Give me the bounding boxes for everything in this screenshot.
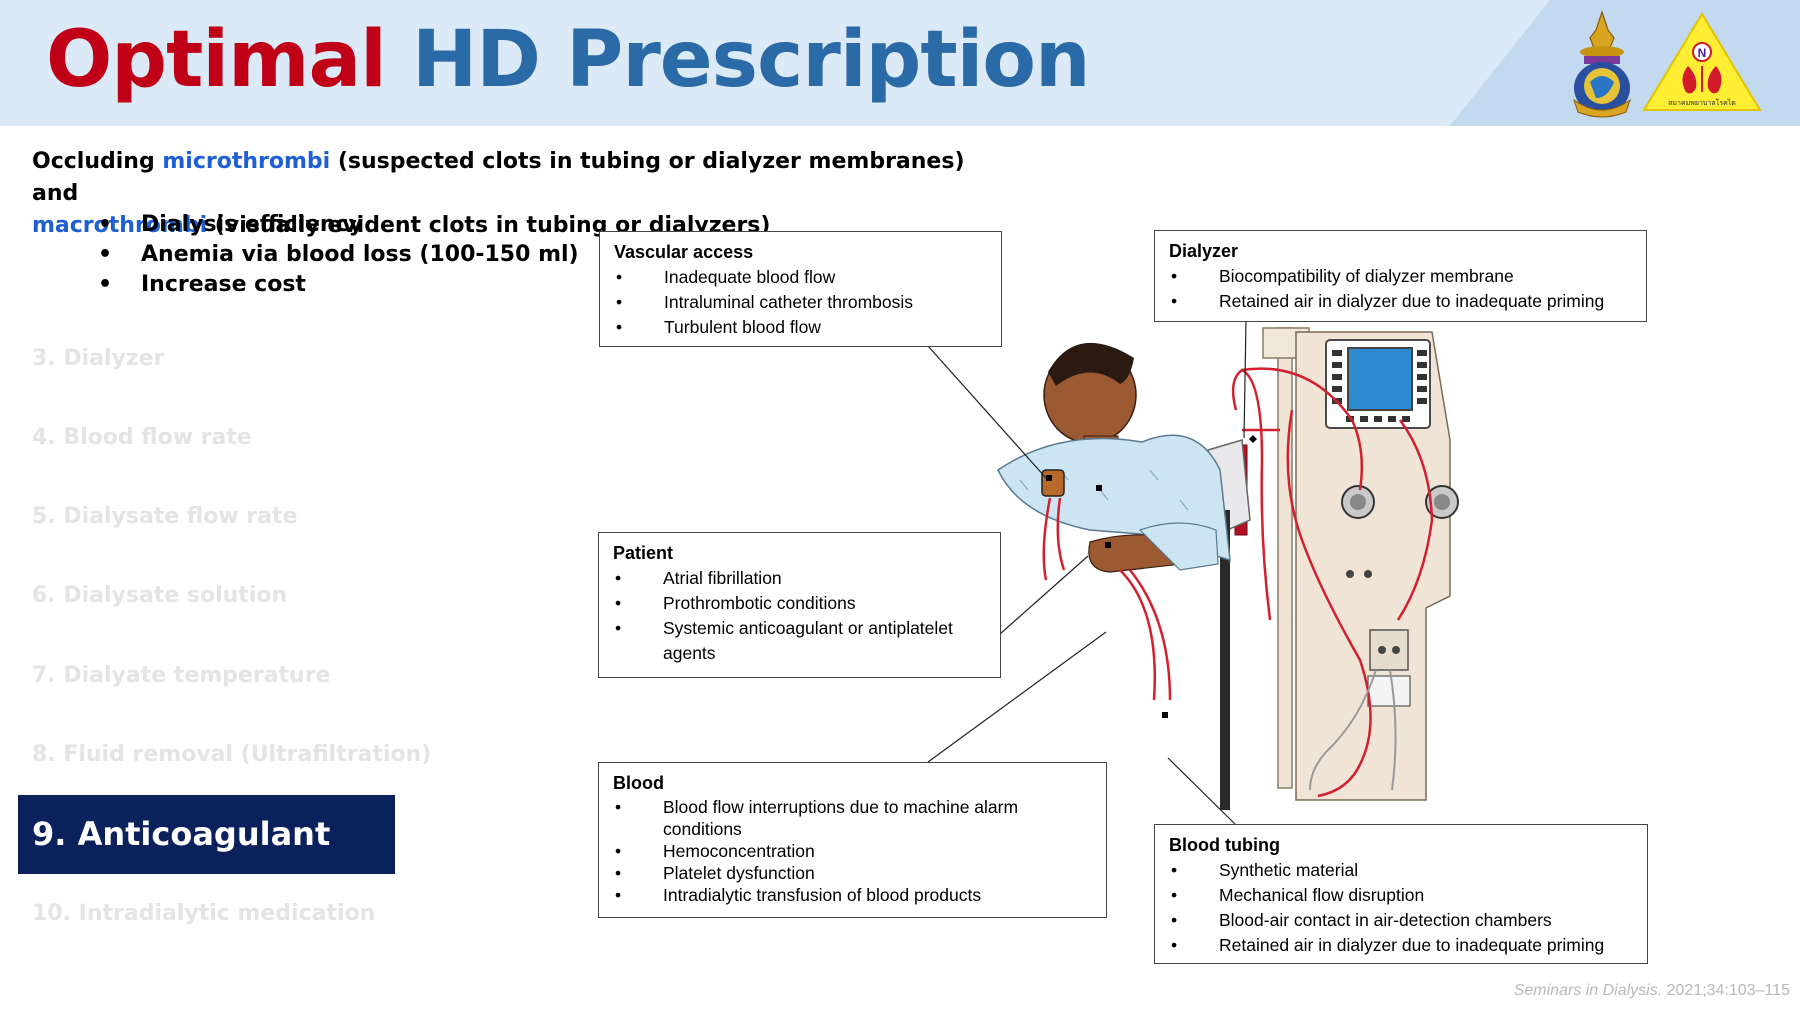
intro-text: (suspected clots in tubing or dialyzer m… xyxy=(32,149,965,206)
header-bar: Optimal HD Prescription N สมาคมพยาบาลโรค… xyxy=(0,0,1800,126)
box-item: Atrial fibrillation xyxy=(613,566,988,591)
box-title: Patient xyxy=(613,543,674,563)
svg-text:N: N xyxy=(1698,46,1707,60)
hemodialysis-illustration xyxy=(997,327,1459,810)
vascular-access-box: Vascular access Inadequate blood flow In… xyxy=(599,231,1002,347)
menu-item-anticoagulant-active[interactable]: 9. Anticoagulant xyxy=(18,795,395,874)
title-optimal: Optimal xyxy=(46,15,387,105)
menu-item-fluid-removal[interactable]: 8. Fluid removal (Ultrafiltration) xyxy=(32,742,432,767)
box-title: Blood xyxy=(613,773,664,793)
consequence-item: Increase cost xyxy=(98,270,579,300)
box-item: Systemic anticoagulant or antiplatelet a… xyxy=(613,616,988,666)
svg-text:สมาคมพยาบาลโรคไต: สมาคมพยาบาลโรคไต xyxy=(1668,98,1736,107)
box-item: Synthetic material xyxy=(1169,858,1635,883)
box-item: Intraluminal catheter thrombosis xyxy=(614,290,989,315)
box-item: Blood-air contact in air-detection chamb… xyxy=(1169,908,1635,933)
box-item: Prothrombotic conditions xyxy=(613,591,988,616)
consequence-list: Dialysis efficiency Anemia via blood los… xyxy=(98,210,579,300)
box-item: Biocompatibility of dialyzer membrane xyxy=(1169,264,1634,289)
page-title: Optimal HD Prescription xyxy=(46,15,1091,105)
box-title: Dialyzer xyxy=(1169,241,1239,261)
consequence-item: Dialysis efficiency xyxy=(98,210,579,240)
box-title: Vascular access xyxy=(614,242,754,262)
box-item: Hemoconcentration xyxy=(613,840,1094,862)
menu-item-dialysate-temperature[interactable]: 7. Dialyate temperature xyxy=(32,663,331,688)
intro-line-1: Occluding microthrombi (suspected clots … xyxy=(32,146,972,210)
citation: Seminars in Dialysis. 2021;34:103–115 xyxy=(1514,982,1790,1000)
title-hd-prescription: HD Prescription xyxy=(411,15,1091,105)
box-item: Mechanical flow disruption xyxy=(1169,883,1635,908)
dialyzer-box: Dialyzer Biocompatibility of dialyzer me… xyxy=(1154,230,1647,322)
box-item: Blood flow interruptions due to machine … xyxy=(613,796,1094,840)
citation-ref: 2021;34:103–115 xyxy=(1662,982,1790,999)
box-item: Intradialytic transfusion of blood produ… xyxy=(613,884,1094,906)
patient-box: Patient Atrial fibrillation Prothromboti… xyxy=(598,532,1001,678)
menu-item-blood-flow-rate[interactable]: 4. Blood flow rate xyxy=(32,425,252,450)
box-item: Inadequate blood flow xyxy=(614,265,989,290)
box-item: Platelet dysfunction xyxy=(613,862,1094,884)
consequence-item: Anemia via blood loss (100-150 ml) xyxy=(98,240,579,270)
blood-box: Blood Blood flow interruptions due to ma… xyxy=(598,762,1107,918)
box-item: Retained air in dialyzer due to inadequa… xyxy=(1169,289,1634,314)
box-item: Retained air in dialyzer due to inadequa… xyxy=(1169,933,1635,958)
menu-item-dialysate-flow-rate[interactable]: 5. Dialysate flow rate xyxy=(32,504,298,529)
box-title: Blood tubing xyxy=(1169,835,1280,855)
royal-crest-logo-icon xyxy=(1573,10,1631,118)
box-item: Turbulent blood flow xyxy=(614,315,989,340)
microthrombi-term: microthrombi xyxy=(162,149,331,174)
menu-item-dialyzer[interactable]: 3. Dialyzer xyxy=(32,346,165,371)
menu-item-dialysate-solution[interactable]: 6. Dialysate solution xyxy=(32,583,288,608)
intro-text: Occluding xyxy=(32,149,163,174)
nephrology-nurses-logo-icon: N สมาคมพยาบาลโรคไต xyxy=(1642,12,1762,111)
society-logos: N สมาคมพยาบาลโรคไต xyxy=(1573,10,1762,118)
menu-item-intradialytic-medication[interactable]: 10. Intradialytic medication xyxy=(32,901,376,926)
blood-tubing-box: Blood tubing Synthetic material Mechanic… xyxy=(1154,824,1648,964)
citation-journal: Seminars in Dialysis. xyxy=(1513,982,1663,999)
